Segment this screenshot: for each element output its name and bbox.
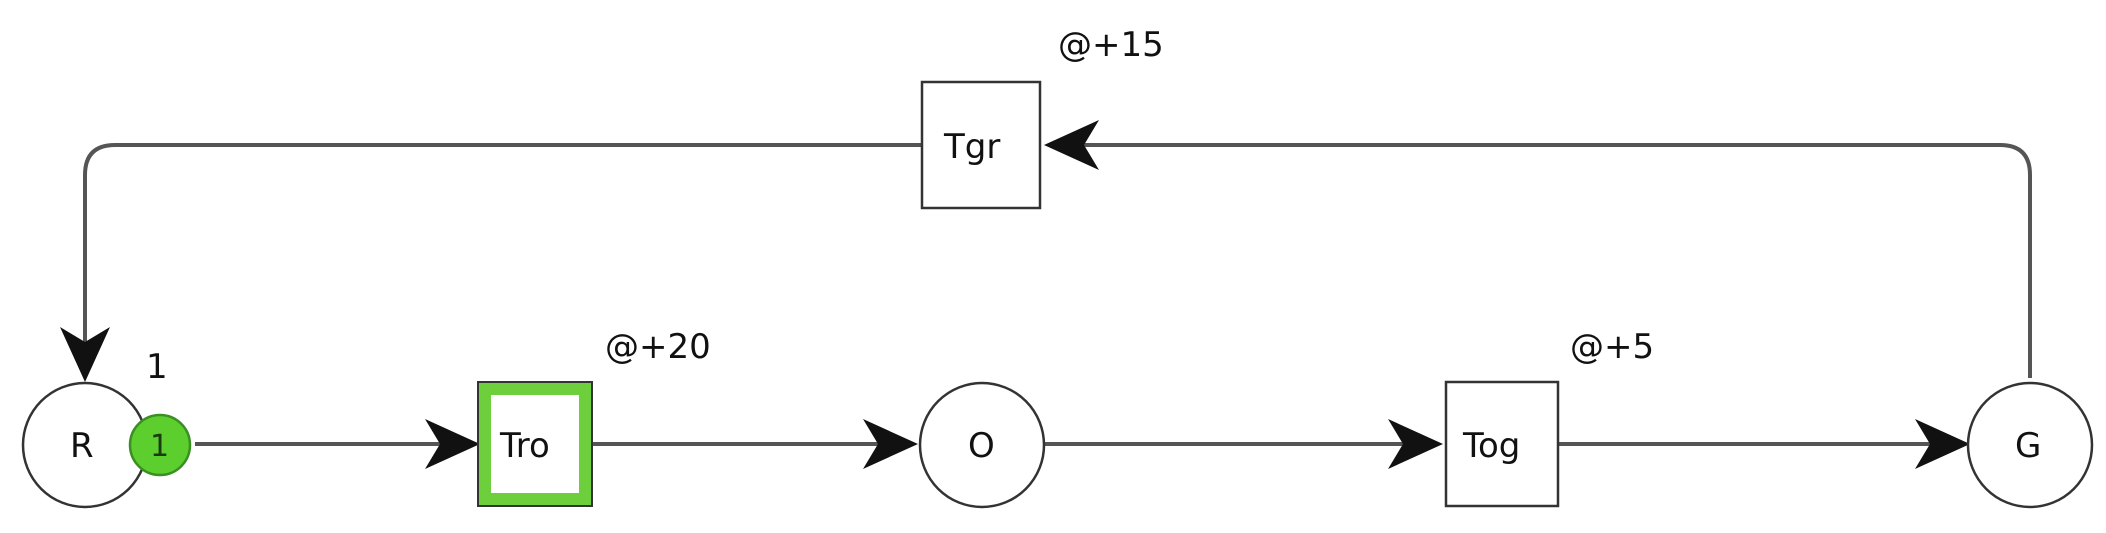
- transition-tgr-box: [920, 80, 1042, 210]
- transition-tog[interactable]: Tog @+5: [1444, 327, 1654, 508]
- transition-tgr-label: Tgr: [943, 127, 1000, 167]
- arrowhead-o: [863, 419, 918, 469]
- place-g[interactable]: G: [1966, 381, 2094, 509]
- place-o-circle: [918, 381, 1046, 509]
- transition-tog-delay: @+5: [1570, 327, 1654, 367]
- place-r-label: R: [70, 426, 94, 466]
- place-o[interactable]: O: [918, 381, 1046, 509]
- arc-g-to-tgr: [1070, 143, 2032, 378]
- transition-tro[interactable]: Tro @+20: [477, 327, 711, 507]
- transition-tro-delay: @+20: [605, 327, 711, 367]
- arrowhead-tro: [425, 419, 480, 469]
- place-g-label: G: [2015, 426, 2041, 466]
- arc-tgr-to-r: [83, 143, 922, 350]
- place-o-label: O: [968, 426, 995, 466]
- transition-tro-outline: [477, 381, 593, 507]
- transition-tro-label: Tro: [499, 426, 550, 466]
- place-r-marking-label: 1: [146, 347, 168, 387]
- place-r[interactable]: R 1 1: [21, 347, 192, 509]
- place-g-circle: [1966, 381, 2094, 509]
- transition-tro-box: [479, 383, 591, 505]
- token-count: 1: [150, 429, 169, 464]
- arrowhead-g: [1915, 419, 1970, 469]
- transition-tgr-delay: @+15: [1058, 25, 1164, 65]
- arrowhead-r: [60, 327, 110, 382]
- arrowhead-tog: [1388, 419, 1443, 469]
- transition-tog-box: [1444, 380, 1560, 508]
- transition-tog-label: Tog: [1462, 426, 1520, 466]
- arrowhead-tgr: [1044, 120, 1099, 170]
- transition-tgr[interactable]: Tgr @+15: [920, 25, 1164, 210]
- token-marker: [128, 413, 192, 477]
